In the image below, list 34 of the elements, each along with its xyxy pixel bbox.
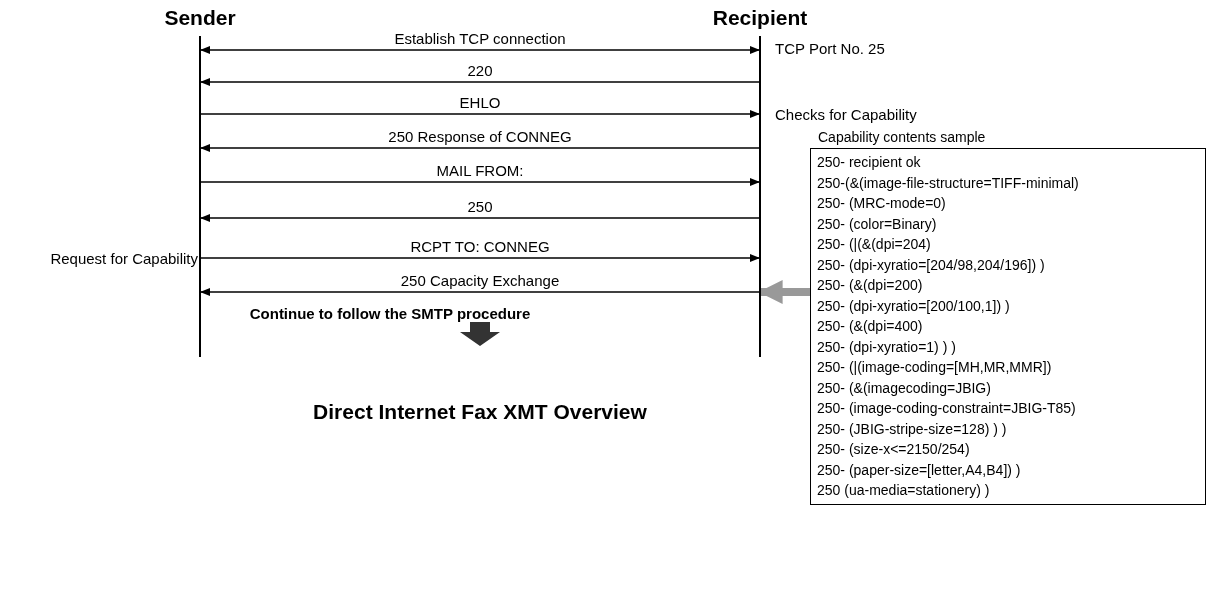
code-line: 250- (image-coding-constraint=JBIG-T85): [817, 399, 1076, 418]
message-arrow: [200, 144, 760, 152]
message-arrow: [200, 110, 760, 118]
code-line: 250- (MRC-mode=0): [817, 194, 946, 213]
participant-name: Sender: [163, 6, 237, 30]
participant-name: Recipient: [711, 6, 809, 30]
code-line: 250- (color=Binary): [817, 214, 937, 234]
diagram-caption: Direct Internet Fax XMT Overview: [313, 400, 647, 424]
code-line: 250- (&(dpi=200): [817, 276, 923, 295]
message-arrow: [200, 288, 760, 296]
code-line: 250- recipient ok: [817, 153, 921, 172]
message-arrow: [200, 254, 760, 262]
message-arrow: [200, 78, 760, 86]
code-line: 250- (dpi-xyratio=1) ) ): [817, 337, 956, 357]
code-line: 250- (|(image-coding=[MH,MR,MMR]): [817, 358, 1052, 377]
code-line: 250 (ua-media=stationery) ): [817, 481, 990, 500]
code-line: 250-(&(image-file-structure=TIFF-minimal): [817, 173, 1079, 193]
code-line: 250- (paper-size=[letter,A4,B4]) ): [817, 460, 1021, 480]
annotation: Checks for Capability: [775, 106, 917, 123]
panel-title: Capability contents sample: [818, 129, 986, 145]
message-arrow: [200, 46, 760, 54]
code-line: 250- (dpi-xyratio=[204/98,204/196]) ): [817, 255, 1045, 275]
code-line: 250- (&(dpi=400): [817, 317, 923, 336]
annotation: TCP Port No. 25: [775, 40, 885, 57]
code-line: 250- (size-x<=2150/254): [817, 440, 970, 459]
message-arrow: [200, 178, 760, 186]
block-arrow: [758, 280, 810, 304]
annotation: Request for Capability: [50, 250, 198, 267]
code-line: 250- (|(&(dpi=204): [817, 235, 931, 254]
code-line: 250- (JBIG-stripe-size=128) ) ): [817, 419, 1007, 439]
message-arrow: [200, 214, 760, 222]
code-line: 250- (dpi-xyratio=[200/100,1]) ): [817, 296, 1010, 316]
code-line: 250- (&(imagecoding=JBIG): [817, 378, 991, 398]
procedure-note: Continue to follow the SMTP procedure: [249, 305, 531, 322]
